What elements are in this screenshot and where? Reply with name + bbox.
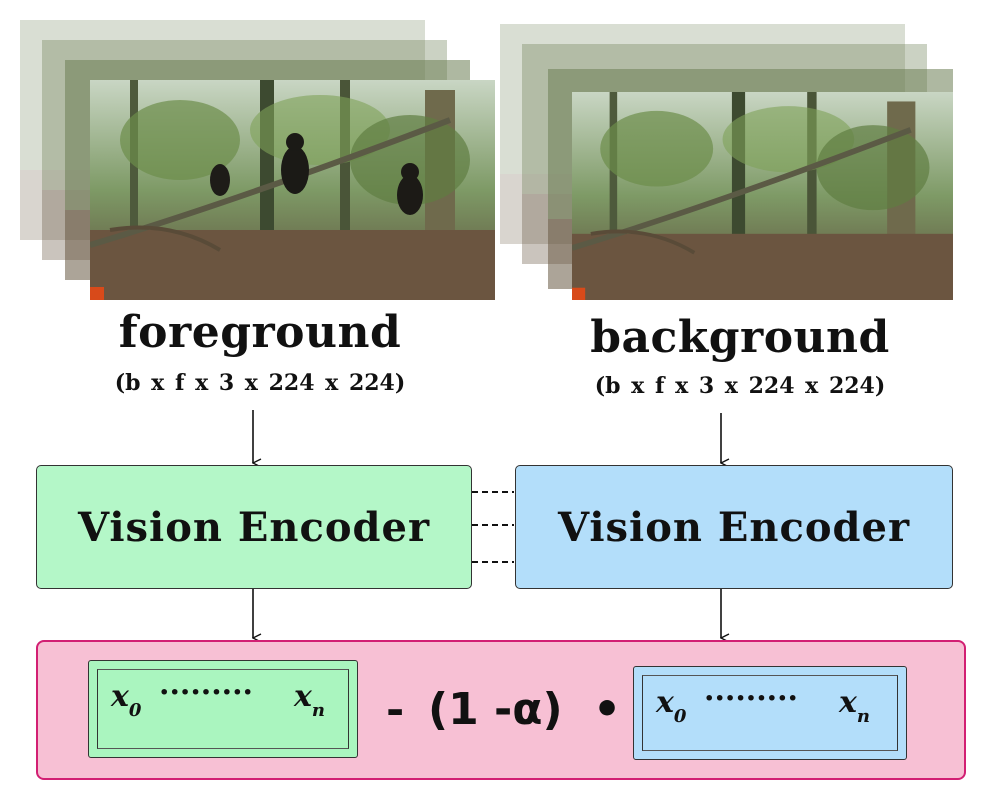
alpha-factor: (1 -α) — [428, 684, 563, 735]
foreground-frame-stack — [20, 20, 500, 310]
fg-vec-start-sub: 0 — [128, 700, 142, 721]
background-title: background — [590, 312, 890, 363]
bg-vec-dots: ········· — [704, 681, 798, 716]
foreground-embedding-vector: x0 ········· xn — [88, 660, 358, 758]
bg-vec-end-sub: n — [856, 706, 870, 727]
bg-vec-start: x — [656, 685, 674, 720]
fg-vec-end: x — [294, 679, 312, 714]
bg-vec-end: x — [839, 685, 857, 720]
fg-vec-dots: ········· — [159, 675, 253, 710]
background-encoder-label: Vision Encoder — [557, 503, 911, 551]
foreground-vision-encoder: Vision Encoder — [36, 465, 472, 589]
multiply-dot: • — [593, 684, 622, 735]
foreground-encoder-label: Vision Encoder — [77, 503, 431, 551]
background-dims: (b x f x 3 x 224 x 224) — [594, 373, 886, 399]
fg-vec-end-sub: n — [311, 700, 325, 721]
foreground-frame-1 — [90, 80, 495, 300]
foreground-dims: (b x f x 3 x 224 x 224) — [114, 370, 406, 396]
fg-vec-start: x — [111, 679, 129, 714]
background-vision-encoder: Vision Encoder — [515, 465, 953, 589]
background-forest-image — [572, 92, 953, 300]
foreground-forest-image — [90, 80, 495, 300]
output-formula-panel: x0 ········· xn - (1 -α) • x0 ········· … — [36, 640, 966, 780]
background-embedding-vector: x0 ········· xn — [633, 666, 907, 760]
minus-operator: - — [386, 684, 405, 735]
foreground-title: foreground — [118, 307, 402, 358]
background-frame-stack — [500, 24, 980, 314]
background-frame-1 — [572, 92, 953, 300]
bg-vec-start-sub: 0 — [673, 706, 687, 727]
